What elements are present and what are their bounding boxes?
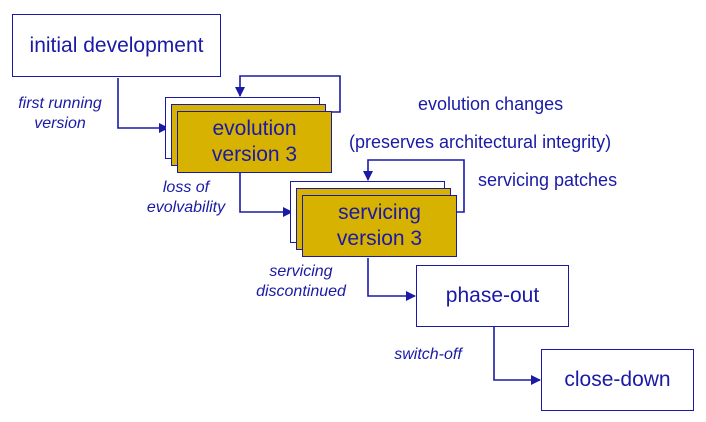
annotation-evolution-changes: evolution changes	[418, 94, 564, 114]
edge-label-first-running: first running version	[4, 94, 116, 134]
node-servicing: servicing version 3	[302, 195, 457, 257]
node-phase-out: phase-out	[416, 265, 569, 327]
node-evolution-label-2: version 3	[211, 143, 298, 166]
edge-evolution-loop	[235, 75, 341, 113]
edge-label-switch-off-text: switch-off	[394, 346, 462, 363]
edge-label-servicing-disc-2: discontinued	[256, 283, 346, 300]
edge-label-loss-1: loss of	[162, 179, 210, 196]
annotation-servicing-patches: servicing patches	[478, 170, 618, 190]
node-close-down-label: close-down	[564, 368, 671, 391]
node-evolution-label-1: evolution	[212, 117, 297, 140]
node-initial-development: initial development	[12, 14, 221, 77]
edge-phaseout-to-closedown	[493, 327, 541, 385]
node-initial-development-label: initial development	[29, 33, 204, 57]
edge-servicing-to-phaseout	[367, 258, 416, 301]
edge-label-first-running-2: version	[34, 115, 86, 132]
edge-label-servicing-discontinued: servicing discontinued	[248, 262, 354, 302]
edge-initial-to-evolution	[117, 78, 169, 133]
annotation-preserves-integrity: (preserves architectural integrity)	[349, 132, 612, 152]
node-evolution: evolution version 3	[177, 111, 332, 173]
node-servicing-label-2: version 3	[336, 227, 423, 250]
node-close-down: close-down	[541, 349, 694, 411]
edge-label-servicing-disc-1: servicing	[269, 263, 333, 280]
node-phase-out-label: phase-out	[445, 284, 540, 307]
node-servicing-label-1: servicing	[338, 201, 421, 224]
edge-servicing-loop	[363, 159, 465, 213]
edge-label-switch-off: switch-off	[386, 345, 470, 365]
edge-label-loss-2: evolvability	[146, 199, 226, 216]
edge-evolution-to-servicing	[239, 172, 293, 217]
edge-label-first-running-1: first running	[18, 95, 102, 112]
edge-label-loss-of-evolvability: loss of evolvability	[134, 178, 238, 218]
